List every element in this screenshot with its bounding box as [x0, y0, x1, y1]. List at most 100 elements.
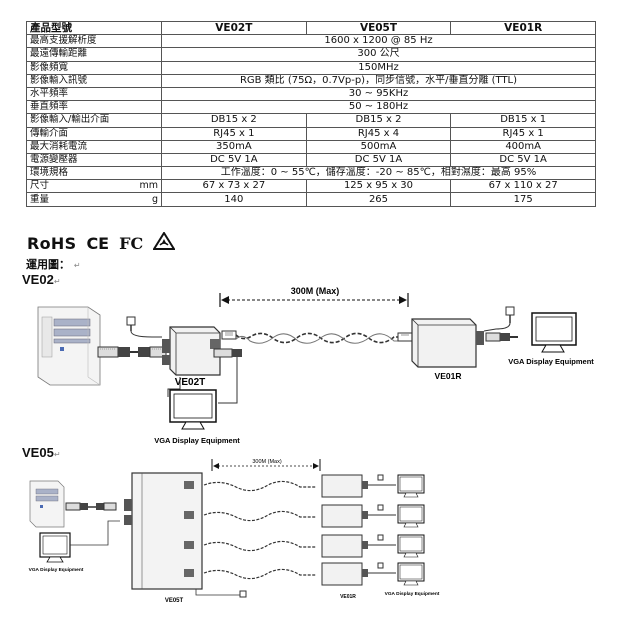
pc-tower-icon	[29, 480, 65, 528]
table-row: 水平頻率 30 ~ 95KHz	[26, 86, 596, 102]
monitor-remote-icon	[397, 504, 425, 528]
row-label: 最遠傳輸距離	[26, 47, 162, 62]
table-row: 尺寸 mm 67 x 73 x 27 125 x 95 x 30 67 x 110…	[26, 179, 596, 194]
power-adapter-icon	[195, 589, 247, 598]
row-label: 影像頻寬	[26, 60, 162, 75]
cell-ve02t: 140	[161, 192, 307, 207]
cell-ve02t: DC 5V 1A	[161, 152, 307, 168]
row-value: 工作溫度：0 ~ 55℃，儲存溫度：-20 ~ 85℃，相對濕度：最高 95%	[161, 166, 596, 181]
row-label: 最大消耗電流	[26, 139, 162, 154]
fc-logo: FC	[119, 233, 144, 253]
vga-local-cable	[167, 348, 242, 404]
weight-unit: g	[151, 193, 158, 205]
vga-connector-icon	[97, 346, 167, 358]
ve02t-label: VE02T	[175, 377, 206, 388]
cell-ve02t: 67 x 73 x 27	[161, 179, 307, 194]
header-model-ve05t: VE05T	[305, 20, 452, 36]
row-label: 傳輸介面	[26, 126, 162, 141]
distance-arrow: 300M (Max)	[211, 457, 321, 471]
header-model-ve01r: VE01R	[450, 20, 596, 36]
rj45-cable	[203, 480, 316, 580]
ve01r-receiver-box	[321, 534, 368, 558]
size-unit: mm	[139, 180, 158, 192]
vga-local-label: VGA Display Equipment	[29, 567, 84, 573]
monitor-remote-icon: VGA Display Equipment	[508, 312, 594, 366]
vga-local-label: VGA Display Equipment	[154, 436, 240, 445]
certification-logos: RoHS CE FC	[27, 231, 185, 254]
cell-ve01r: DB15 x 1	[450, 113, 596, 128]
rcm-logo-icon	[152, 231, 177, 254]
cell-ve05t: 265	[305, 192, 452, 207]
distance-arrow: 300M (Max)	[219, 285, 409, 307]
row-label: 最高支援解析度	[26, 34, 162, 49]
table-row: 影像輸入/輸出介面 DB15 x 2 DB15 x 2 DB15 x 1	[26, 113, 596, 128]
ve01r-label: VE01R	[340, 594, 356, 600]
table-row: 垂直頻率 50 ~ 180Hz	[26, 100, 596, 115]
ve05t-transmitter-box: VE05T	[124, 472, 203, 604]
row-value: RGB 類比 (75Ω，0.7Vp-p)，同步信號，水平/垂直分離 (TTL)	[161, 73, 596, 88]
row-label: 尺寸 mm	[26, 179, 162, 194]
table-row: 最大消耗電流 350mA 500mA 400mA	[26, 139, 596, 154]
monitor-remote-icon	[397, 474, 425, 498]
ce-logo: CE	[86, 233, 110, 253]
ve02t-transmitter-box: VE02T	[162, 326, 221, 388]
monitor-local-icon: VGA Display Equipment	[154, 389, 240, 445]
ve01r-label: VE01R	[435, 371, 462, 381]
row-label: 電源變壓器	[26, 152, 162, 168]
row-label: 影像輸入訊號	[26, 73, 162, 88]
cell-ve01r: RJ45 x 1	[450, 126, 596, 141]
vga-connector-icon	[65, 502, 117, 511]
cell-ve05t: DC 5V 1A	[305, 152, 452, 168]
spec-table: 產品型號 VE02T VE05T VE01R 最高支援解析度 1600 x 12…	[26, 20, 596, 207]
table-row: 影像輸入訊號 RGB 類比 (75Ω，0.7Vp-p)，同步信號，水平/垂直分離…	[26, 73, 596, 88]
cell-ve02t: 350mA	[161, 139, 307, 154]
ve05-diagram: 300M (Max) VGA Display Equipment VE05T	[29, 457, 440, 604]
table-row: 電源變壓器 DC 5V 1A DC 5V 1A DC 5V 1A	[26, 152, 596, 168]
ve05t-label: VE05T	[165, 598, 184, 604]
application-title: 運用圖： ↵	[26, 258, 81, 271]
size-label: 尺寸	[30, 180, 50, 192]
ve01r-receiver-box	[321, 562, 368, 586]
rj45-cable	[221, 330, 413, 344]
power-adapter-icon	[126, 316, 162, 338]
table-header-row: 產品型號 VE02T VE05T VE01R	[26, 20, 596, 36]
vga-connector-icon	[485, 332, 518, 342]
ve01r-receiver-box	[321, 504, 368, 528]
table-row: 最高支援解析度 1600 x 1200 @ 85 Hz	[26, 34, 596, 49]
row-label: 水平頻率	[26, 86, 162, 102]
row-value: 300 公尺	[161, 47, 596, 62]
cell-ve05t: 125 x 95 x 30	[305, 179, 452, 194]
table-row: 傳輸介面 RJ45 x 1 RJ45 x 4 RJ45 x 1	[26, 126, 596, 141]
monitor-remote-icon	[397, 534, 425, 558]
cell-ve02t: DB15 x 2	[161, 113, 307, 128]
section-ve05-title: VE05↵	[22, 445, 61, 460]
power-adapter-icon	[483, 306, 515, 332]
table-row: 最遠傳輸距離 300 公尺	[26, 47, 596, 62]
cell-ve01r: DC 5V 1A	[450, 152, 596, 168]
cell-ve05t: 500mA	[305, 139, 452, 154]
ve01r-receiver-box: VE01R	[411, 318, 484, 381]
row-value: 150MHz	[161, 60, 596, 75]
cell-ve02t: RJ45 x 1	[161, 126, 307, 141]
table-row: 環境規格 工作溫度：0 ~ 55℃，儲存溫度：-20 ~ 85℃，相對濕度：最高…	[26, 166, 596, 181]
header-model-ve02t: VE02T	[161, 20, 307, 36]
row-label: 垂直頻率	[26, 100, 162, 115]
vga-remote-label: VGA Display Equipment	[508, 357, 594, 366]
table-row: 影像頻寬 150MHz	[26, 60, 596, 75]
vga-remote-label: VGA Display Equipment	[385, 591, 440, 597]
rohs-logo: RoHS	[27, 233, 77, 253]
cell-ve01r: 67 x 110 x 27	[450, 179, 596, 194]
monitor-local-icon: VGA Display Equipment	[29, 520, 120, 573]
monitor-remote-icon	[397, 562, 425, 586]
row-value: 50 ~ 180Hz	[161, 100, 596, 115]
vga-connector-icon	[368, 474, 396, 574]
row-label: 影像輸入/輸出介面	[26, 113, 162, 128]
row-label: 環境規格	[26, 166, 162, 181]
cell-ve01r: 400mA	[450, 139, 596, 154]
cell-ve05t: DB15 x 2	[305, 113, 452, 128]
ve01r-receiver-box	[321, 474, 368, 498]
distance-label: 300M (Max)	[252, 459, 282, 465]
section-ve02-title: VE02↵	[22, 272, 61, 287]
